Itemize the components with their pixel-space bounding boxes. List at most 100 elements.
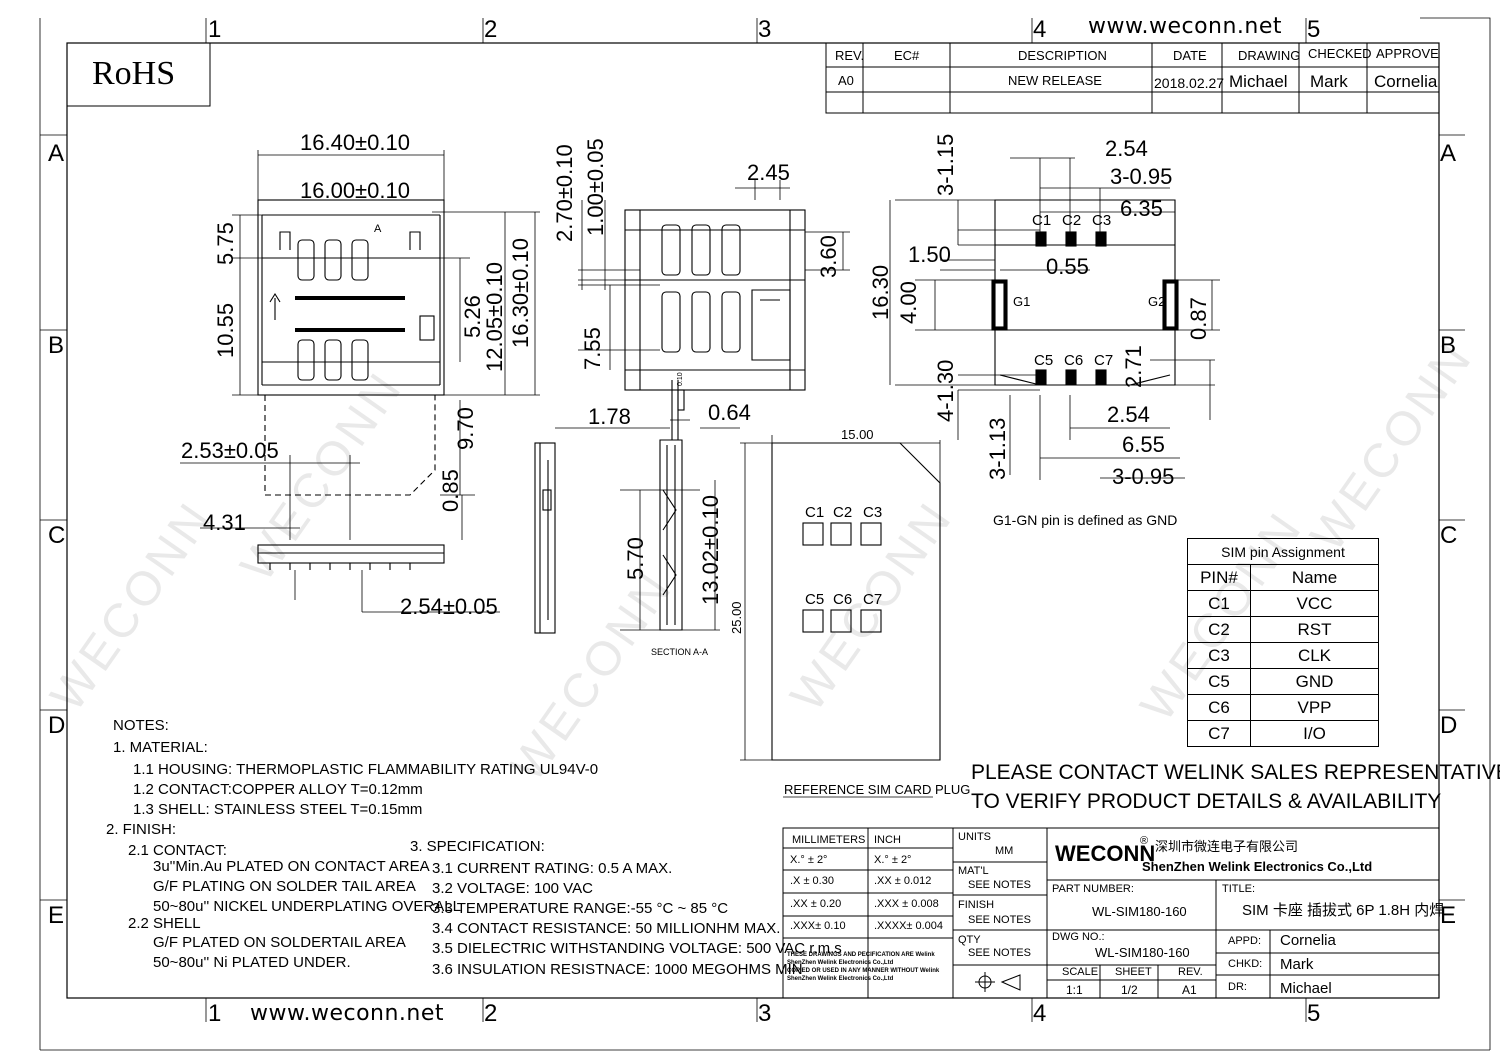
tb-finish-label: FINISH: [958, 899, 995, 911]
tb-inch-label: INCH: [874, 834, 901, 846]
dim-970: 9.70: [453, 407, 478, 450]
grid-row-d: D: [48, 712, 66, 739]
tb-matl-label: MAT'L: [958, 865, 989, 877]
notes-line: 2.2 SHELL: [128, 915, 201, 932]
tb-rev: A1: [1182, 983, 1197, 997]
pin-cell: C1: [1187, 590, 1251, 617]
grid-col-1-bottom: 1: [208, 1000, 222, 1027]
company-cn: 深圳市微连电子有限公司: [1155, 839, 1299, 854]
tb-chkd: Mark: [1280, 956, 1314, 973]
tb-tol-mm: .XX ± 0.20: [790, 898, 842, 910]
tb-tol-in: .XXX ± 0.008: [874, 898, 939, 910]
pin-cell: C2: [1187, 616, 1251, 643]
ec-header: EC#: [894, 48, 920, 63]
notes-line: 1.3 SHELL: STAINLESS STEEL T=0.15mm: [133, 801, 423, 818]
fp-dim-4-130: 4-1.30: [933, 359, 958, 422]
grid-row-c: C: [48, 522, 66, 549]
date-value: 2018.02.27: [1154, 75, 1225, 91]
fp-ground-g1: G1: [1013, 294, 1031, 309]
tb-rev-label: REV.: [1178, 966, 1203, 978]
dim-width-inner: 16.00±0.10: [300, 178, 410, 203]
notes-line: G/F PLATING ON SOLDER TAIL AREA: [153, 878, 416, 895]
fp-dim-3-115: 3-1.15: [933, 133, 958, 196]
tb-part-label: PART NUMBER:: [1052, 883, 1134, 895]
grid-col-3-bottom: 3: [758, 1000, 772, 1027]
dim-178: 1.78: [588, 404, 631, 429]
tb-scale-label: SCALE: [1062, 966, 1099, 978]
tb-chkd-label: CHKD:: [1228, 958, 1263, 970]
notes-line: 1. MATERIAL:: [113, 739, 208, 756]
dim-245: 2.45: [747, 160, 790, 185]
fp-pin-c5: C5: [1034, 352, 1054, 369]
fp-pin-c3: C3: [1092, 212, 1112, 229]
notes-line: 1.2 CONTACT:COPPER ALLOY T=0.12mm: [133, 781, 423, 798]
fp-pin-c2: C2: [1062, 212, 1082, 229]
tb-sheet-label: SHEET: [1115, 966, 1152, 978]
tb-mm-label: MILLIMETERS: [792, 834, 866, 846]
spec-line: 3.5 DIELECTRIC WITHSTANDING VOLTAGE: 500…: [432, 940, 842, 957]
pin-table-header: Name: [1250, 564, 1379, 591]
spec-line: 3.6 INSULATION RESISTNACE: 1000 MEGOHMS …: [432, 961, 803, 978]
name-cell: CLK: [1250, 642, 1379, 669]
fp-pin-c1: C1: [1032, 212, 1052, 229]
notes-line: NOTES:: [113, 717, 169, 734]
pin-table-header: PIN#: [1187, 564, 1251, 591]
spec-line: 3.3 TEMPERATURE RANGE:-55 °C ~ 85 °C: [432, 900, 729, 917]
tb-tol-in: .XX ± 0.012: [874, 875, 932, 887]
sim-pin-c3: C3: [863, 504, 883, 521]
company-en: ShenZhen Welink Electronics Co.,Ltd: [1142, 859, 1373, 874]
grid-row-d-right: D: [1440, 712, 1458, 739]
grid-col-3: 3: [758, 16, 772, 43]
dim-431: 4.31: [203, 510, 246, 535]
grid-row-b-right: B: [1440, 332, 1457, 359]
tb-sheet: 1/2: [1121, 983, 1138, 997]
pin-cell: C7: [1187, 720, 1251, 747]
rev-header: REV.: [835, 48, 865, 63]
sim-width-dim: 15.00: [841, 427, 874, 442]
ground-note: G1-GN pin is defined as GND: [993, 512, 1178, 528]
tb-qty: SEE NOTES: [968, 947, 1031, 959]
dim-1205: 12.05±0.10: [482, 262, 507, 372]
notes-line: 50~80u'' Ni PLATED UNDER.: [153, 954, 351, 971]
dim-100: 1.00±0.05: [583, 138, 608, 236]
grid-col-2: 2: [484, 16, 498, 43]
tb-appd: Cornelia: [1280, 932, 1336, 949]
tb-tol-mm: .X ± 0.30: [790, 875, 834, 887]
grid-col-4: 4: [1033, 16, 1047, 43]
rohs-label: RoHS: [92, 55, 176, 92]
fp-dim-087: 0.87: [1186, 297, 1211, 340]
tb-tol-mm: X.° ± 2°: [790, 854, 828, 866]
site-url-bottom: www.weconn.net: [250, 1001, 445, 1026]
dim-1055: 10.55: [213, 302, 238, 358]
tb-dr-label: DR:: [1228, 981, 1247, 993]
fp-dim-3-095-bottom: 3-0.95: [1112, 464, 1175, 489]
notes-line: 50~80u'' NICKEL UNDERPLATING OVERALL: [153, 898, 461, 915]
tb-part: WL-SIM180-160: [1092, 904, 1187, 919]
dim-1302: 13.02±0.10: [698, 495, 723, 605]
approve-header: APPROVE: [1376, 46, 1439, 61]
fp-dim-635: 6.35: [1120, 196, 1163, 221]
grid-col-4-bottom: 4: [1033, 1000, 1047, 1027]
tb-dwg-label: DWG NO.:: [1052, 931, 1105, 943]
brand-logo: WECONN: [1055, 841, 1156, 866]
name-cell: I/O: [1250, 720, 1379, 747]
fp-ground-g2: G2: [1148, 294, 1166, 309]
dim-064: 0.64: [708, 400, 751, 425]
grid-row-b: B: [48, 332, 65, 359]
tb-disclaimer: ShenZhen Welink Electronics Co.,Ltd: [787, 960, 894, 966]
section-small-dim: 0.10: [677, 372, 684, 386]
pin-cell: C6: [1187, 694, 1251, 721]
notes-line: 2.1 CONTACT:: [128, 842, 227, 859]
name-cell: RST: [1250, 616, 1379, 643]
dim-575: 5.75: [213, 222, 238, 265]
grid-col-5: 5: [1307, 16, 1321, 43]
tb-matl: SEE NOTES: [968, 879, 1031, 891]
dim-width-outer: 16.40±0.10: [300, 130, 410, 155]
tb-disclaimer: COPIED OR USED IN ANY MANNER WITHOUT Wel…: [787, 968, 940, 974]
sim-pin-c2: C2: [833, 504, 853, 521]
tb-units: MM: [995, 845, 1014, 857]
fp-dim-3-113: 3-1.13: [985, 417, 1010, 480]
fp-pin-c6: C6: [1064, 352, 1084, 369]
fp-dim-3-095-top: 3-0.95: [1110, 164, 1173, 189]
